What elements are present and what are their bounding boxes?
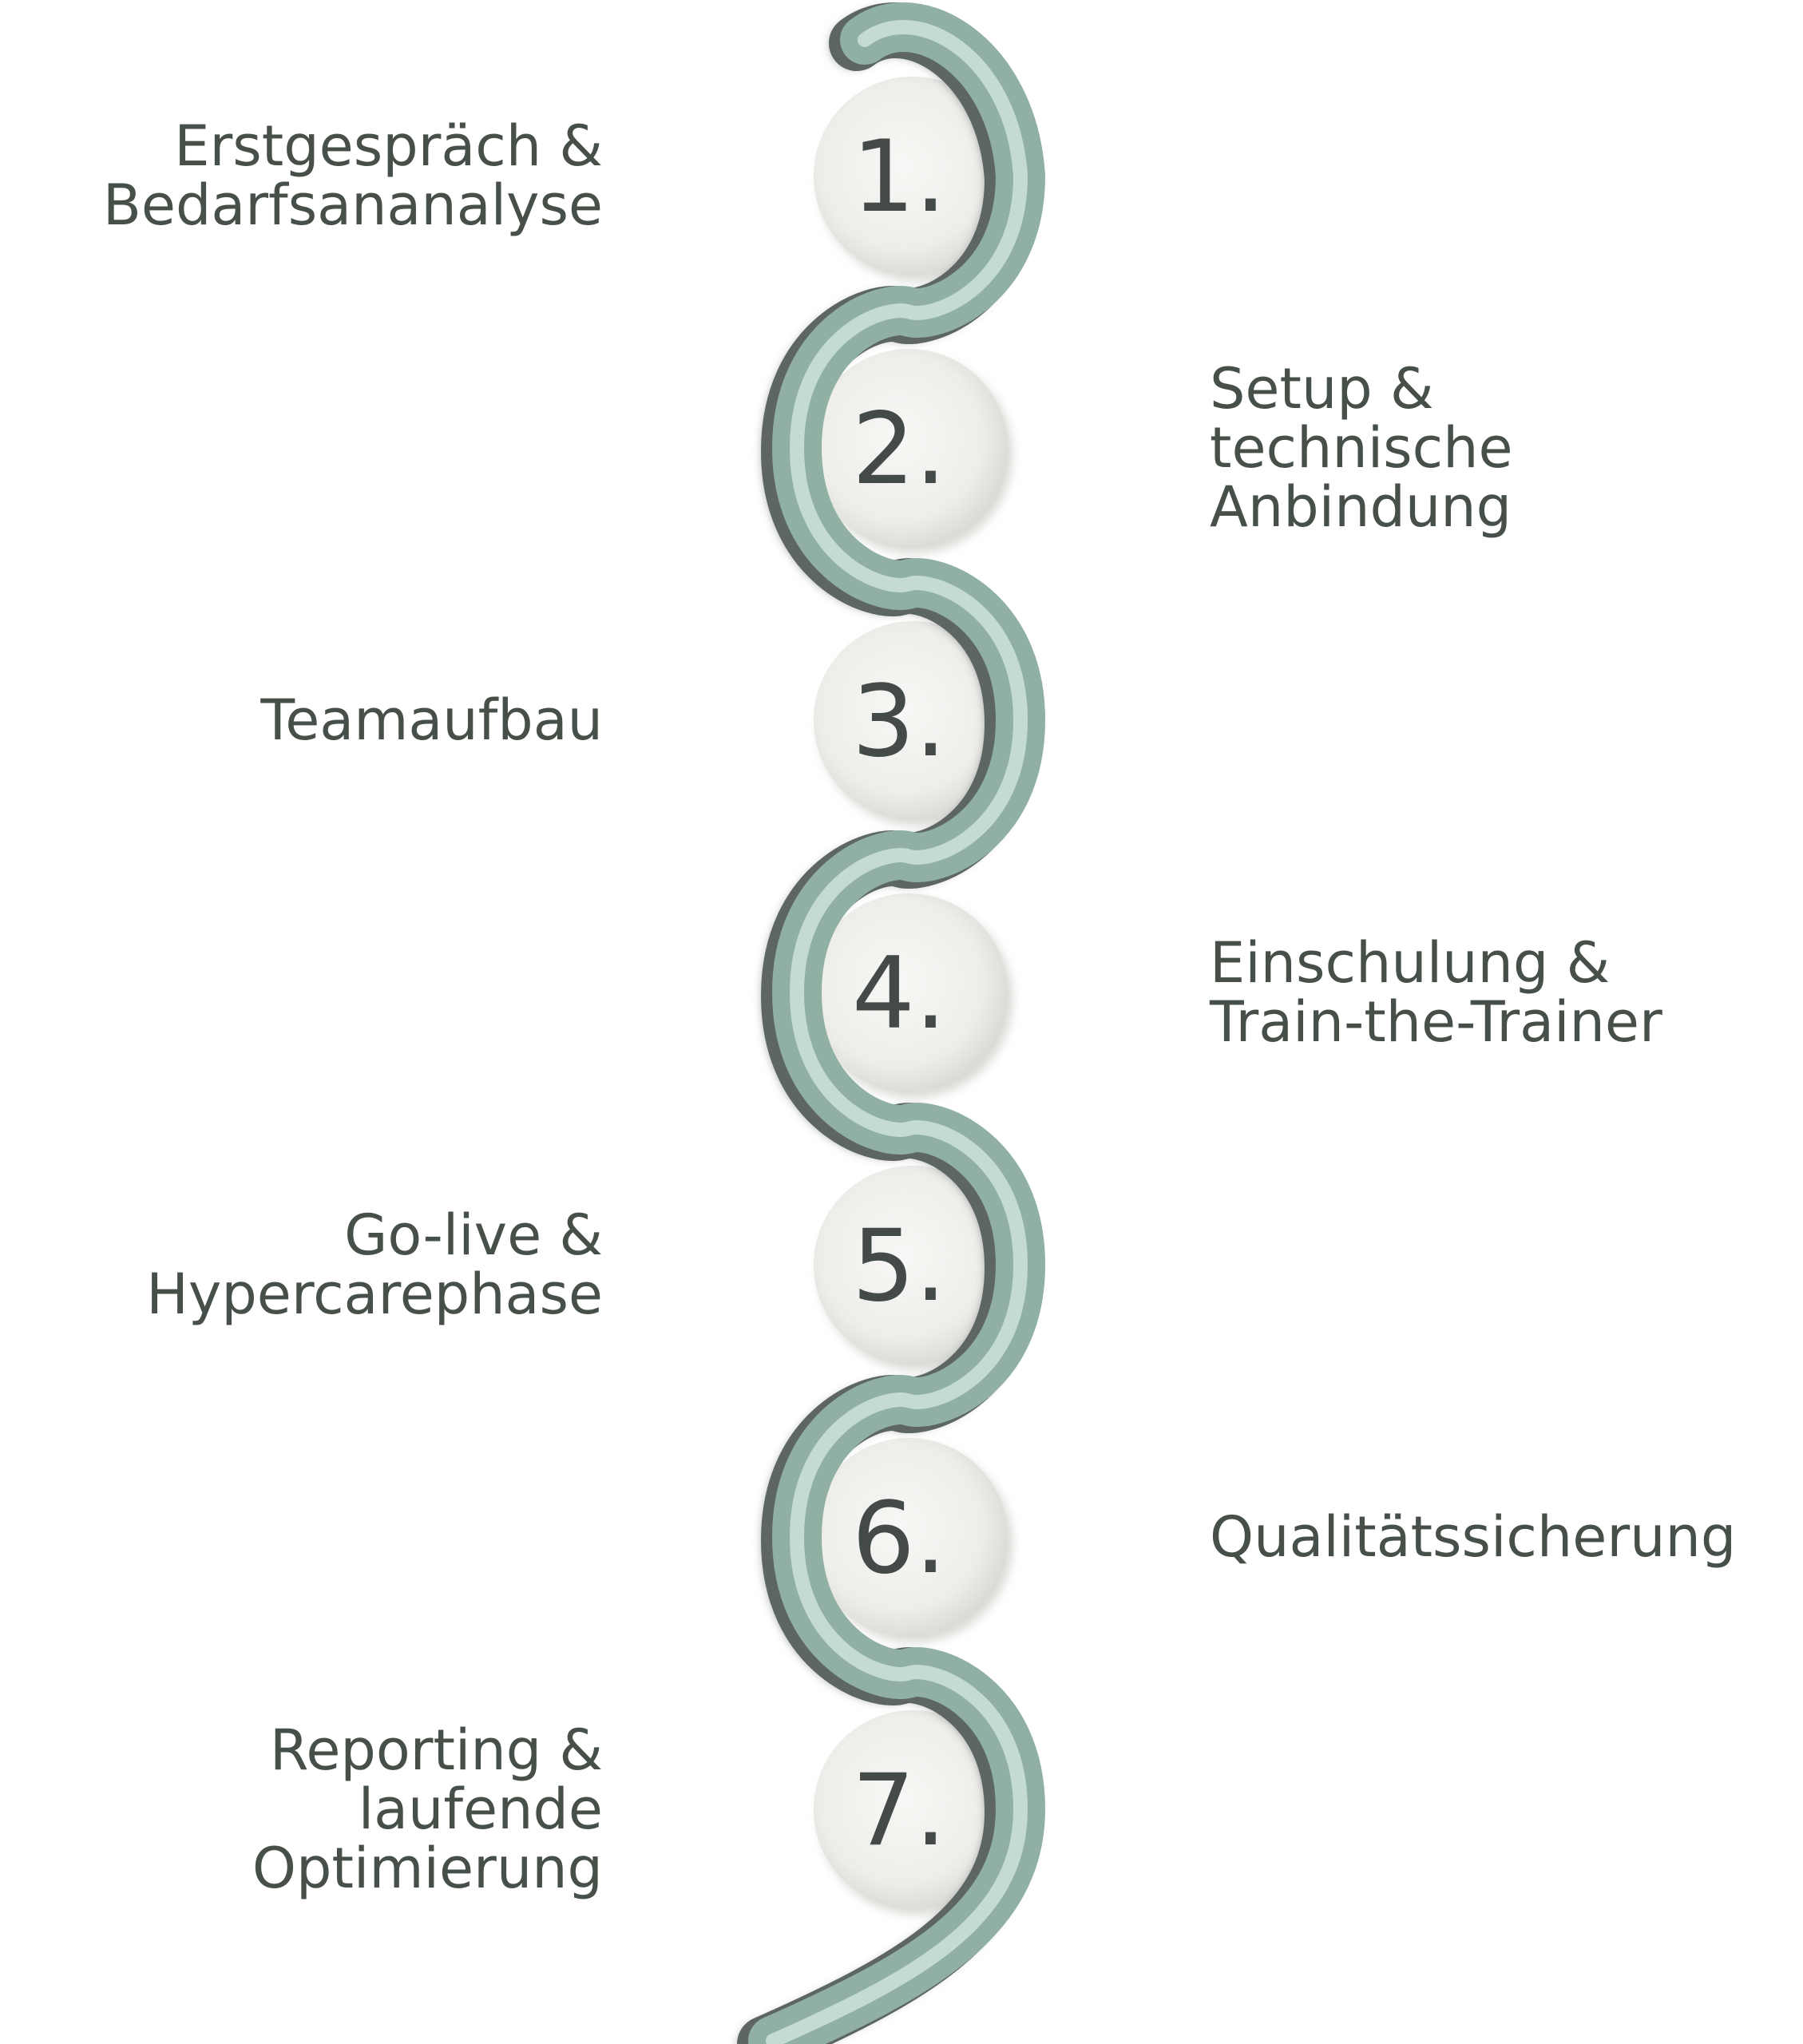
step-number: 4.: [852, 937, 946, 1052]
step-label-line: Setup &: [1210, 356, 1434, 422]
step-label-line: Qualitätssicherung: [1210, 1504, 1736, 1570]
step-number: 3.: [852, 664, 946, 779]
step-number: 1.: [852, 120, 946, 235]
step-numbers: 1. 2. 3. 4. 5. 6. 7.: [852, 120, 946, 1868]
step-label-line: Hypercarephase: [146, 1262, 603, 1327]
step-label-line: Go-live &: [344, 1202, 603, 1268]
step-label-line: Train-the-Trainer: [1209, 989, 1662, 1055]
step-label-line: Teamaufbau: [260, 687, 603, 753]
step-disc: [810, 1438, 1008, 1636]
step-disc: [814, 1166, 1012, 1364]
step-label-line: Anbindung: [1210, 474, 1512, 540]
step-discs: [810, 77, 1016, 1915]
step-label-line: Bedarfsananalyse: [103, 172, 603, 238]
step-disc: [810, 349, 1008, 547]
step-label-line: Reporting &: [270, 1717, 603, 1783]
step-label-line: Einschulung &: [1210, 930, 1610, 996]
step-disc: [814, 621, 1012, 819]
step-disc: [814, 1710, 1012, 1908]
step-label-line: laufende: [359, 1777, 603, 1842]
step-disc: [814, 77, 1012, 275]
step-label-line: technische: [1210, 415, 1513, 481]
step-number: 6.: [852, 1481, 946, 1596]
step-number: 5.: [852, 1209, 946, 1324]
step-label-line: Optimierung: [252, 1836, 603, 1901]
step-number: 7.: [852, 1753, 946, 1868]
wave-ribbon: [737, 2, 1046, 2044]
step-number: 2.: [852, 392, 946, 507]
ribbon-highlight: [766, 20, 1028, 2044]
step-label-line: Erstgespräch &: [174, 113, 603, 179]
step-disc: [810, 893, 1008, 1091]
